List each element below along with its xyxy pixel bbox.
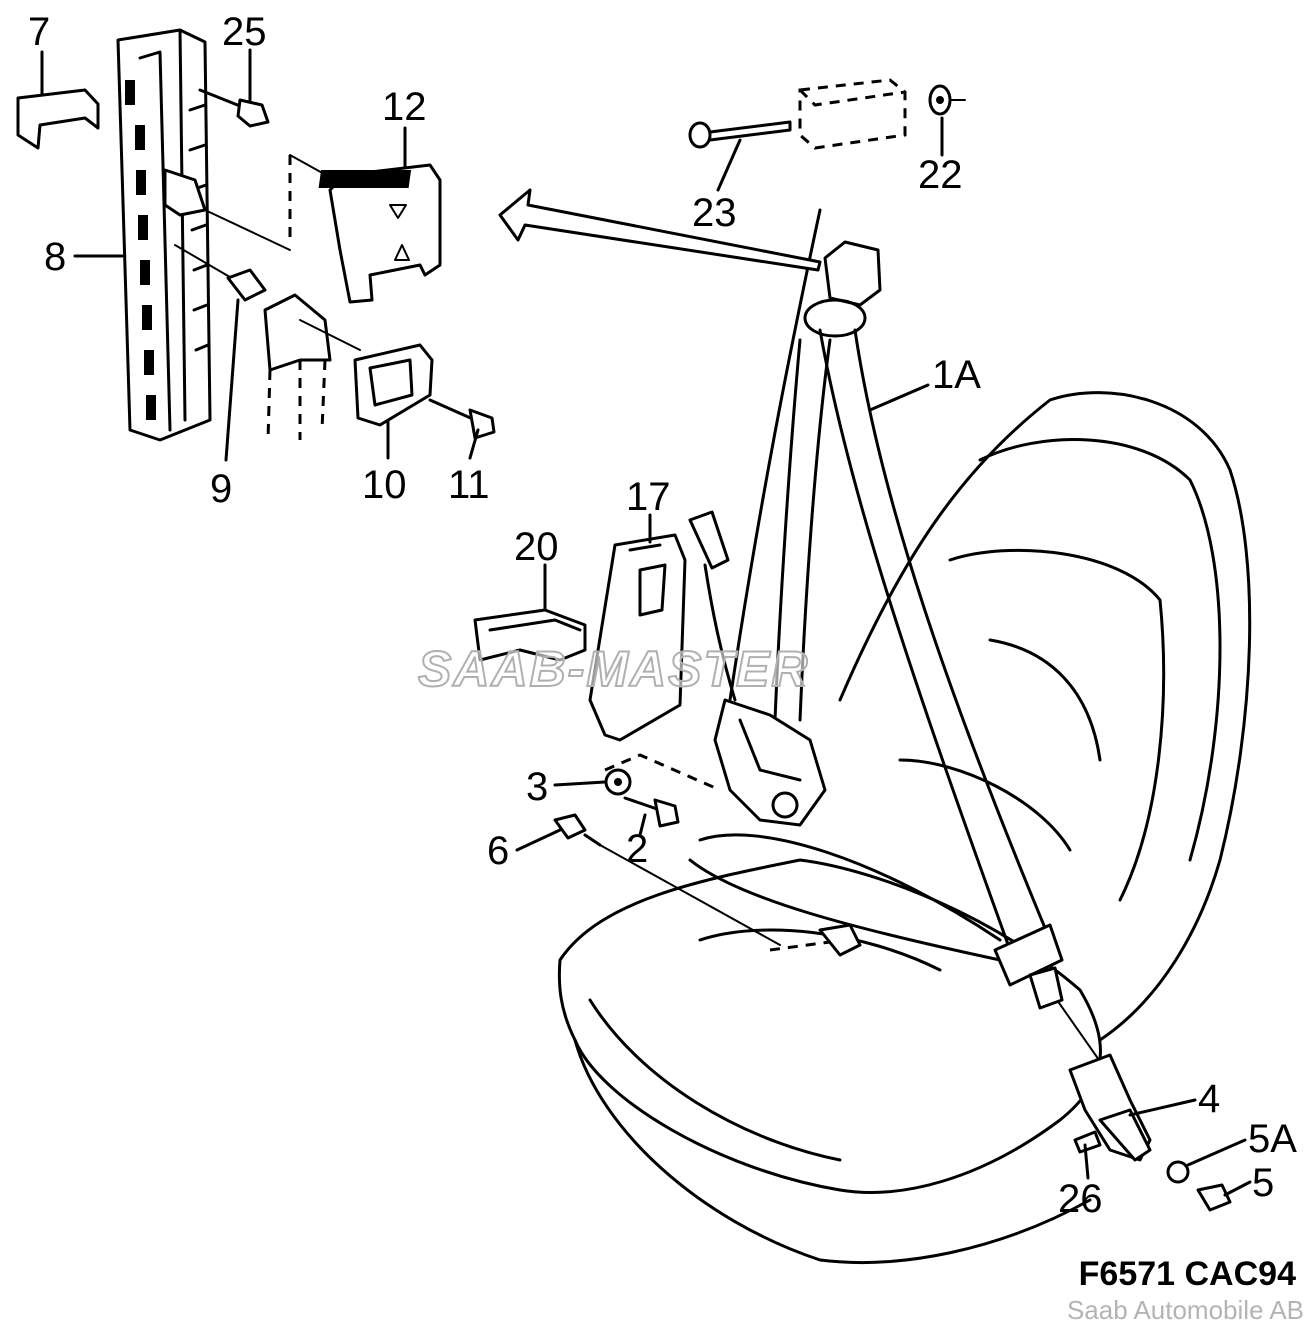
label-23: 23 [692,191,737,235]
spacer-sleeve [798,78,907,150]
clip-7 [16,88,100,150]
washer-22 [928,84,966,116]
label-5: 5 [1252,1161,1274,1205]
label-5A: 5A [1248,1117,1297,1161]
direction-arrow [498,188,822,272]
label-22: 22 [918,153,963,197]
bush-9 [174,244,267,302]
bolt-6 [553,813,862,957]
label-12: 12 [382,85,427,129]
label-11: 11 [448,463,490,507]
height-adjuster-rail [116,28,212,442]
label-3: 3 [526,765,548,809]
trim-panel-17 [588,533,687,742]
bolt-2 [623,796,680,828]
cover-12 [204,154,442,304]
bolt-11 [428,398,496,440]
label-7: 7 [28,10,50,54]
screw-25 [198,88,270,128]
pin-23 [688,120,792,149]
anchor-bracket [263,293,361,441]
leader-lines [40,48,1252,1197]
label-9: 9 [210,467,232,511]
label-20: 20 [514,525,559,569]
copyright-text: Saab Automobile AB [1066,1295,1304,1325]
label-4: 4 [1198,1077,1220,1121]
clip-20 [473,608,587,662]
label-2: 2 [626,827,648,871]
nut-3 [604,753,721,796]
belt-tongue [993,923,1064,1010]
buckle-assembly [1068,1053,1232,1212]
seat-drawing [557,391,1252,1264]
figure-code: F6571 CAC94 [1078,1255,1296,1293]
label-26: 26 [1058,1177,1103,1221]
label-17: 17 [626,475,671,519]
label-1A: 1A [932,353,981,397]
label-6: 6 [487,829,509,873]
label-25: 25 [222,10,267,54]
label-10: 10 [362,463,407,507]
upper-belt-guide [803,240,882,338]
label-8: 8 [44,235,66,279]
belt-retractor [688,510,827,827]
anchor-plate-10 [353,343,434,427]
watermark: SAAB-MASTER [417,640,810,698]
